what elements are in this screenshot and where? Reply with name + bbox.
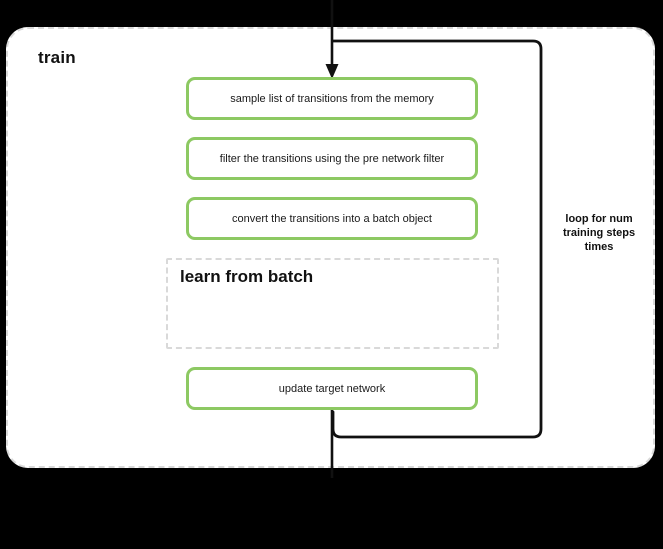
process-box-filter[interactable]: filter the transitions using the pre net… [186,137,478,180]
learn-from-batch-title: learn from batch [180,267,314,286]
process-box-update-label: update target network [278,382,386,395]
process-box-sample-label: sample list of transitions from the memo… [230,92,434,105]
train-group-title: train [38,48,76,67]
learn-from-batch-group [166,258,499,349]
loop-caption-label: loop for num training steps times [562,213,636,253]
process-box-update-target-network[interactable]: update target network [186,367,478,410]
process-box-convert[interactable]: convert the transitions into a batch obj… [186,197,478,240]
process-box-sample[interactable]: sample list of transitions from the memo… [186,77,478,120]
process-box-filter-label: filter the transitions using the pre net… [219,152,445,165]
process-box-convert-label: convert the transitions into a batch obj… [232,212,432,225]
